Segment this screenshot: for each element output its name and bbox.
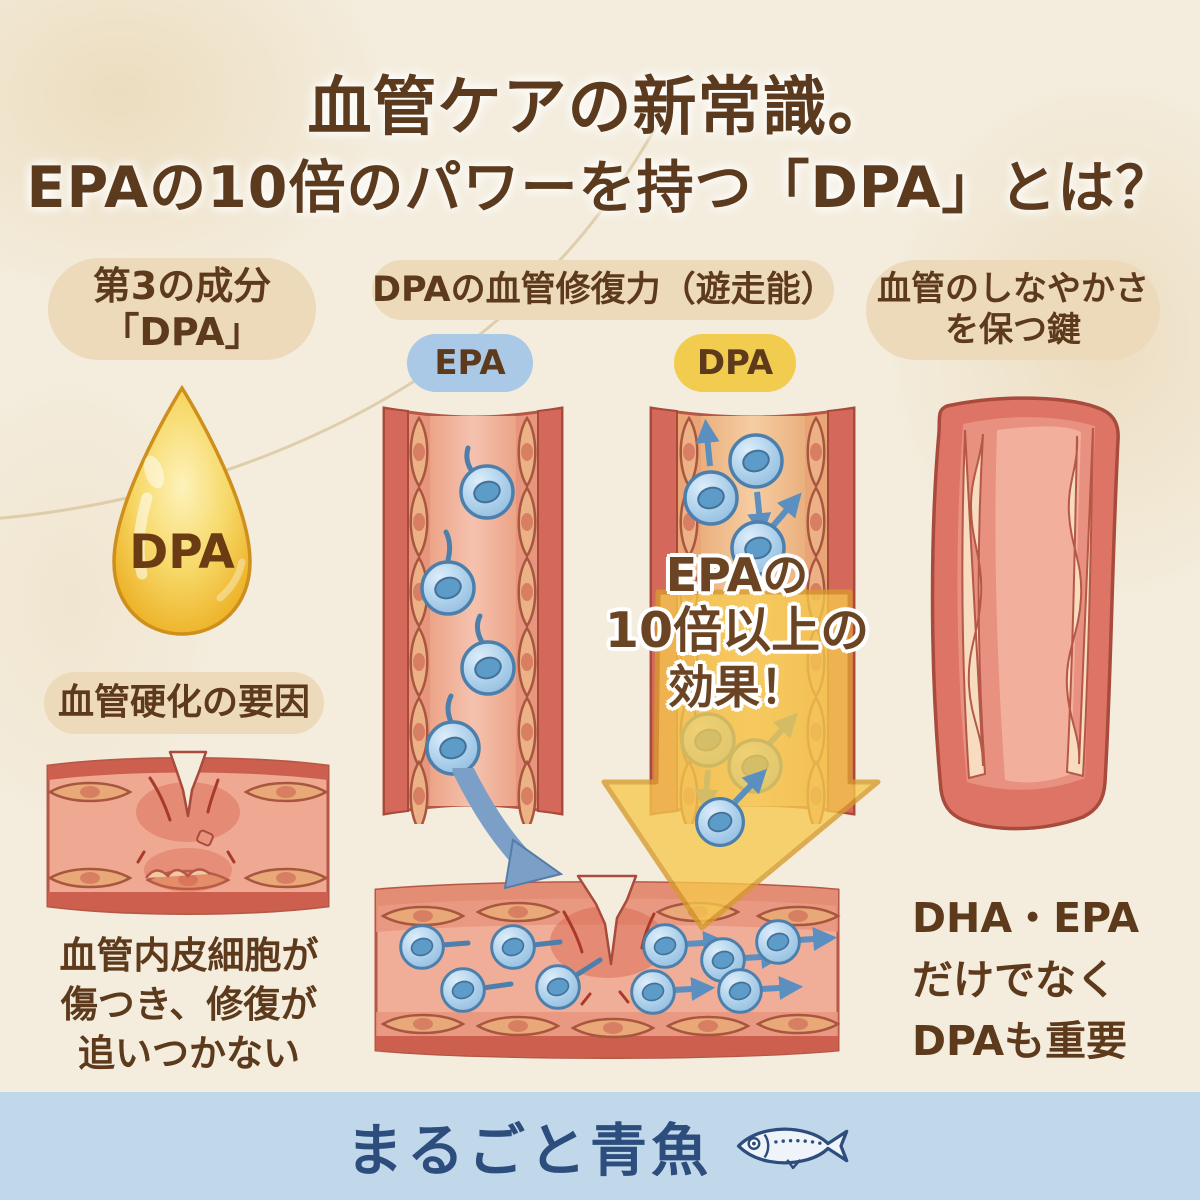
epa-slow-arrow (452, 768, 564, 890)
slow-cell (420, 529, 476, 616)
badge-hardening-cause: 血管硬化の要因 (44, 672, 324, 734)
migrating-cell (755, 919, 838, 965)
slow-cell (425, 693, 481, 776)
dpa-label: DPA (696, 343, 774, 383)
badge-third-component: 第3の成分 「DPA」 (48, 258, 316, 360)
caption-line: DPAも重要 (912, 1017, 1128, 1065)
page-title-line2: EPAの10倍のパワーを持つ「DPA」とは？ (26, 155, 1174, 221)
effect-claim-text: EPAの 10倍以上の 効果！ (583, 548, 891, 714)
active-cell (730, 492, 802, 576)
caption-line: だけでなく (912, 955, 1117, 1004)
caption-line: DHA・EPA (912, 894, 1140, 942)
footer-brand-band: まるごと青魚 (0, 1092, 1200, 1200)
migrating-cell (440, 967, 514, 1013)
dpa-oil-drop-illustration: DPA (112, 384, 252, 636)
dpa-label-pill: DPA (674, 334, 796, 392)
badge-line: を保つ鍵 (945, 310, 1081, 350)
epa-label: EPA (434, 343, 506, 383)
migrating-cell (695, 768, 767, 847)
page-title-line1: 血管ケアの新常識。 (307, 71, 893, 145)
active-cell (683, 418, 739, 526)
migrating-cell (717, 968, 804, 1014)
migrating-cell (630, 969, 716, 1015)
flexible-vessel-illustration (930, 396, 1120, 831)
importance-caption: DHA・EPA だけでなく DPAも重要 (912, 888, 1192, 1073)
badge-flexibility-key: 血管のしなやかさ を保つ鍵 (866, 260, 1160, 360)
badge-line: 血管硬化の要因 (57, 682, 310, 724)
badge-line: 「DPA」 (101, 310, 263, 354)
badge-line: 第3の成分 (92, 263, 272, 308)
caption-line: 傷つき、修復が (60, 982, 318, 1026)
caption-line: 血管内皮細胞が (59, 934, 319, 977)
fish-icon (736, 1127, 849, 1170)
effect-line: 10倍以上の (604, 602, 870, 660)
caption-line: 追いつかない (78, 1031, 300, 1075)
damaged-vessel-illustration (46, 750, 330, 915)
hardening-caption: 血管内皮細胞が 傷つき、修復が 追いつかない (24, 932, 354, 1078)
badge-repair-power: DPAの血管修復力（遊走能） (372, 260, 836, 320)
migrating-cell (399, 924, 471, 970)
migrating-cell (490, 924, 563, 970)
migrating-cell (535, 957, 603, 1010)
brand-name: まるごと青魚 (346, 1117, 712, 1184)
effect-line: EPAの (665, 548, 809, 602)
epa-vessel-illustration (382, 406, 564, 824)
slow-cell (459, 445, 515, 520)
badge-line: DPAの血管修復力（遊走能） (372, 269, 836, 310)
badge-line: 血管のしなやかさ (877, 268, 1149, 309)
epa-label-pill: EPA (407, 334, 533, 392)
effect-line: 効果！ (668, 660, 806, 715)
slow-cell (460, 613, 516, 696)
dpa-power-arrow (601, 589, 881, 931)
drop-dpa-label: DPA (129, 525, 235, 580)
